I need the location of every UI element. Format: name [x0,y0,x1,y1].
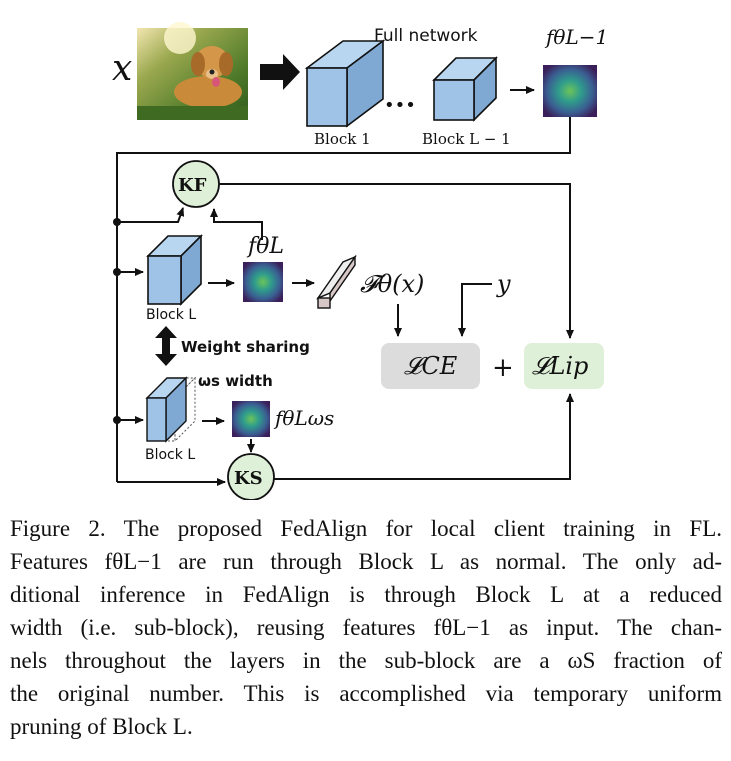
input-dog-image [137,22,248,120]
block-l-cube [146,234,203,306]
f-theta-output-label: 𝓕θ(x) [360,270,424,298]
feature-map-l [243,262,283,302]
big-arrow-icon [260,54,300,90]
caption-line: pruning of Block L. [10,714,193,739]
caption-line: width (i.e. sub-block), reusing features… [10,615,722,640]
connector-kf-to-llip [219,183,574,339]
figure-caption: Figure 2. The proposed FedAlign for loca… [10,512,722,743]
connector-top [116,117,571,482]
connector-fthetal-to-kf [210,208,263,240]
junction-dot-2 [113,268,121,276]
block-l-label: Block L [146,307,196,323]
f-sub-label: fθLωs [273,406,334,430]
loss-lip-label: 𝓛Lip [532,352,588,380]
connector-to-kf [117,207,185,223]
caption-line: nels throughout the layers in the sub-bl… [10,648,722,673]
output-head-bar [316,254,357,309]
y-label: y [496,270,511,298]
block-1-label: Block 1 [314,130,371,148]
input-x-label: x [112,48,132,89]
f-theta-l-minus-1-label: fθL−1 [544,25,608,49]
feature-map-sub [232,401,270,437]
caption-line: Features fθL−1 are run through Block L a… [10,549,722,574]
junction-dot-1 [113,218,121,226]
weight-sharing-label: Weight sharing [181,338,310,356]
block-l-minus-1-cube [432,56,498,122]
block-1-cube [304,39,386,128]
junction-dot-3 [113,416,121,424]
full-network-label: Full network [374,26,478,46]
f-theta-l-label: fθL [246,234,284,259]
feature-map-l-minus-1 [543,65,597,117]
ellipsis-dots: ••• [384,95,416,116]
loss-ce-label: 𝓛CE [404,352,458,380]
caption-line: ditional inference in FedAlign is throug… [10,582,722,607]
sub-block-label: Block L [145,447,195,463]
loss-lip-box [524,343,604,389]
ks-label: KS [234,468,263,489]
connector-ks-to-llip [274,393,574,480]
sub-block-cube [145,376,197,443]
kf-label: KF [178,175,207,196]
loss-ce-box [381,343,480,389]
connector-y-to-lce [458,283,492,337]
caption-line: the original number. This is accomplishe… [10,681,722,706]
omega-width-label: ωs width [198,372,273,390]
caption-line: Figure 2. The proposed FedAlign for loca… [10,516,722,541]
fedalign-diagram: x Full network Block 1 ••• Block L − 1 f… [112,22,608,500]
block-l-minus-1-label: Block L − 1 [422,130,511,148]
ks-node [227,453,275,500]
plus-label: + [492,353,514,383]
weight-sharing-arrow [155,326,177,366]
